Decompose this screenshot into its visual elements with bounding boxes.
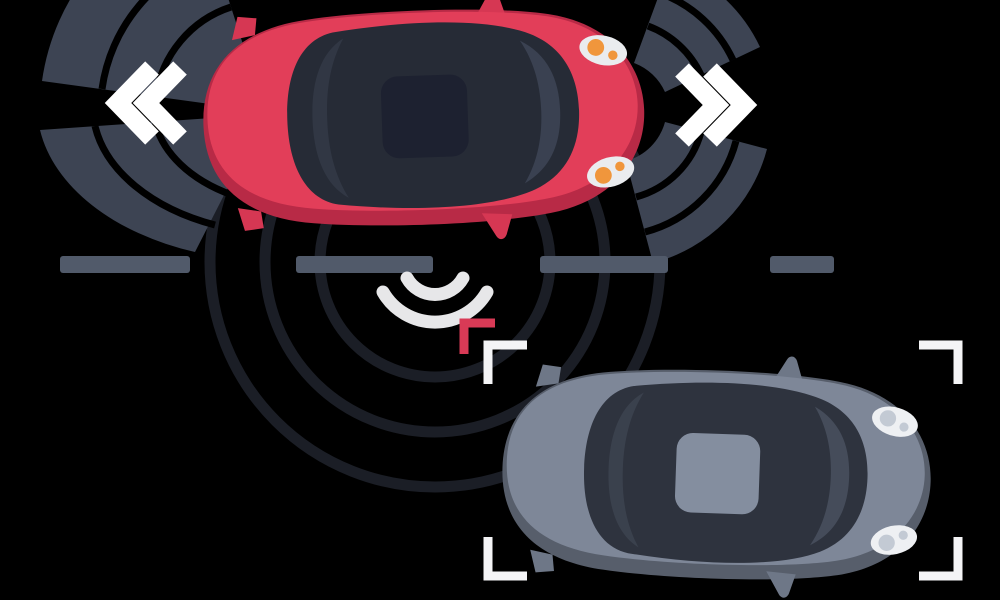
chevron-left-outer [104, 61, 159, 145]
detected-car [502, 356, 931, 598]
car-roof-panel [674, 432, 761, 515]
detection-frame [483, 340, 963, 581]
sonar-waves [376, 271, 494, 329]
lane-dash [770, 256, 834, 273]
ego-car [203, 0, 645, 240]
car-spoiler-fin-top [535, 364, 562, 387]
headlight-bulb-large [878, 534, 895, 551]
headlight-bulb-small [898, 530, 908, 540]
headlight-bulb-large [594, 166, 612, 184]
car-headlight-top [872, 406, 918, 437]
lane-dash [60, 256, 190, 273]
headlight-bulb-large [587, 39, 605, 56]
car-mirror-top [474, 0, 506, 19]
fan-band-gap [646, 22, 705, 77]
fan-band-gap [644, 140, 740, 236]
sensor-fan-right-bottom [626, 122, 767, 263]
fan-band-gap [91, 125, 216, 229]
fan-band-gap [151, 120, 234, 199]
car-glass-highlight-front [810, 406, 850, 546]
car-glass-highlight-rear [312, 38, 349, 198]
detection-corner-bottom-right [919, 537, 963, 581]
car-headlight-bottom [587, 156, 635, 188]
fan-band-gap [667, 0, 737, 62]
chevron-right-outer [703, 63, 758, 147]
car-glass-highlight-front [519, 40, 561, 184]
detection-corner-top-left [483, 340, 527, 384]
car-mirror-bottom [766, 571, 796, 598]
chevron-right-icon [675, 63, 758, 147]
chevron-left-inner [132, 61, 187, 145]
car-spoiler-fin-bottom [530, 549, 554, 573]
car-mirror-bottom [481, 213, 513, 240]
car-spoiler-fin-top [231, 16, 257, 41]
sensor-fan-right-top [634, 0, 760, 92]
headlight-bulb-small [615, 161, 625, 172]
lane-markings [60, 256, 834, 273]
headlight-bulb-small [608, 50, 618, 60]
lane-dash [296, 256, 433, 273]
sonar-wave-outer [376, 285, 494, 329]
fan-sector [634, 0, 760, 92]
fan-band-gap [98, 0, 149, 90]
sonar-wave-inner [400, 271, 470, 301]
sensor-fan-left-bottom [40, 118, 247, 252]
car-mirror-top [772, 356, 803, 382]
chevron-right-inner [675, 63, 730, 147]
car-spoiler-fin-bottom [237, 208, 264, 231]
fan-band-gap [635, 131, 705, 201]
chevron-left-icon [104, 61, 187, 145]
car-headlight-top [579, 35, 628, 66]
car-headlight-bottom [870, 525, 918, 555]
detection-corner-accent [459, 318, 495, 354]
detection-corner-bottom-left [483, 537, 527, 581]
detection-corner-top-right [919, 340, 963, 384]
car-roof-panel [380, 74, 469, 159]
headlight-bulb-small [899, 422, 909, 432]
headlight-bulb-large [879, 410, 897, 427]
lane-dash [540, 256, 668, 273]
car-glass-highlight-rear [608, 392, 644, 548]
